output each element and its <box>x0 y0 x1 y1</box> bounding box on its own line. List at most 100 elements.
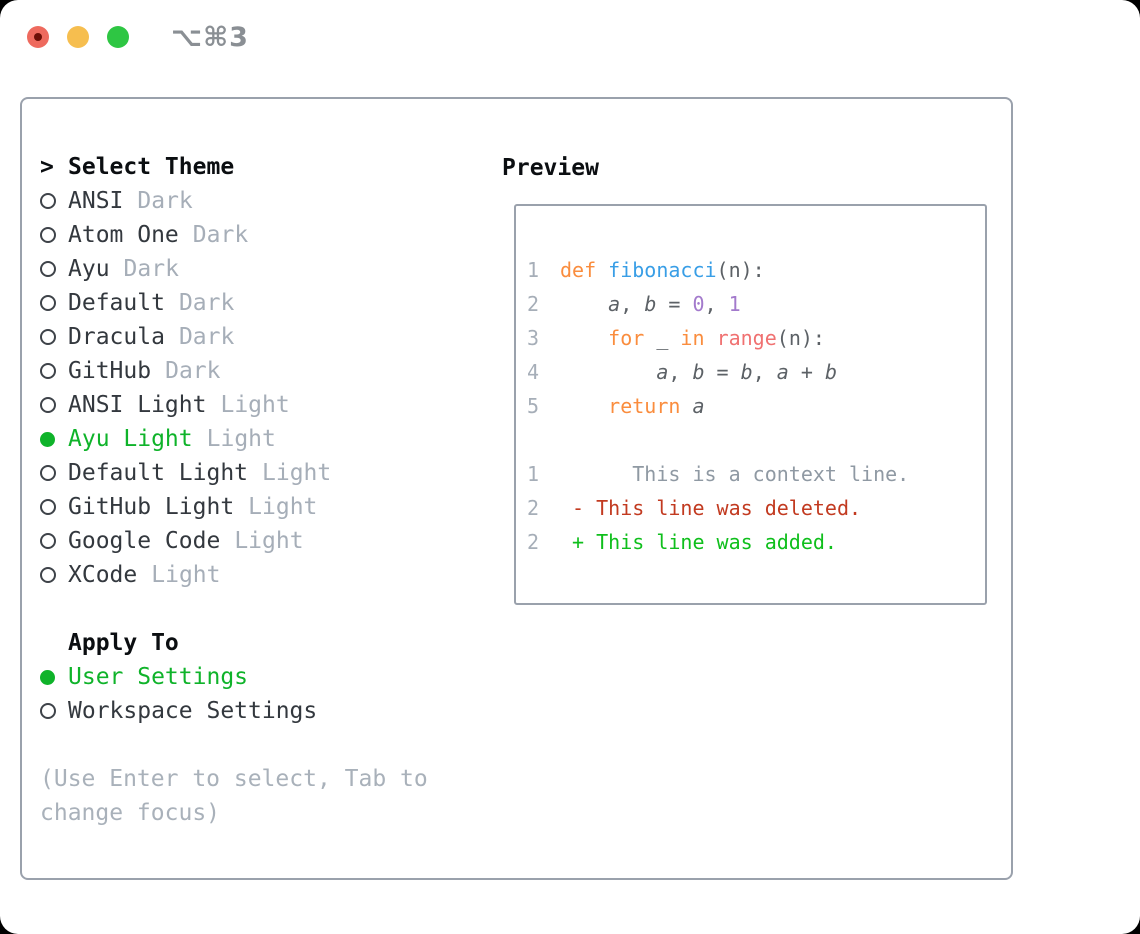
theme-name: GitHub <box>68 358 152 384</box>
code-line: 2 a , b = 0 , 1 <box>527 287 985 321</box>
code-token: in <box>680 326 705 350</box>
code-token: b <box>824 360 837 384</box>
radio-selected-icon <box>40 669 68 685</box>
code-token: 0 <box>692 292 705 316</box>
theme-option-default-dark[interactable]: Default Dark <box>40 286 480 320</box>
line-number: 3 <box>527 326 540 350</box>
theme-option-github-dark[interactable]: GitHub Dark <box>40 354 480 388</box>
radio-unselected-icon <box>40 295 68 311</box>
theme-option-ansi-dark[interactable]: ANSI Dark <box>40 184 480 218</box>
radio-unselected-icon <box>40 397 68 413</box>
code-token: for <box>608 326 645 350</box>
code-token: a <box>776 360 789 384</box>
theme-variant-tag: Light <box>220 392 290 418</box>
theme-option-github-light[interactable]: GitHub Light Light <box>40 490 480 524</box>
code-token: b <box>644 292 657 316</box>
code-line: 3 for _ in range (n): <box>527 321 985 355</box>
preview-title: Preview <box>502 155 599 181</box>
theme-name: ANSI <box>68 188 124 214</box>
spacer-row <box>40 592 480 626</box>
theme-option-xcode[interactable]: XCode Light <box>40 558 480 592</box>
select-theme-title: Select Theme <box>68 154 235 180</box>
theme-option-atom-one-dark[interactable]: Atom One Dark <box>40 218 480 252</box>
line-number: 2 <box>527 292 540 316</box>
line-number: 2 <box>527 496 540 520</box>
apply-option-label: User Settings <box>68 664 249 690</box>
theme-variant-tag: Light <box>262 460 332 486</box>
code-token: , <box>668 360 693 384</box>
theme-option-ansi-light[interactable]: ANSI Light Light <box>40 388 480 422</box>
window-title: ⌥⌘3 <box>171 21 249 53</box>
theme-name: GitHub Light <box>68 494 235 520</box>
theme-name: Google Code <box>68 528 221 554</box>
minimize-button[interactable] <box>67 26 89 48</box>
line-number: 5 <box>527 394 540 418</box>
line-number: 2 <box>527 530 540 554</box>
code-token: return <box>608 394 681 418</box>
apply-option-workspace-settings[interactable]: Workspace Settings <box>40 694 480 728</box>
theme-variant-tag: Dark <box>178 290 235 316</box>
theme-variant-tag: Light <box>234 528 304 554</box>
code-token: , <box>704 292 729 316</box>
theme-variant-tag: Dark <box>165 358 221 384</box>
code-token <box>560 326 608 350</box>
diff-text: - This line was deleted. <box>560 496 862 520</box>
spacer-row <box>527 423 985 457</box>
code-token <box>560 394 608 418</box>
code-token <box>680 394 692 418</box>
radio-unselected-icon <box>40 227 68 243</box>
apply-option-label: Workspace Settings <box>68 698 318 724</box>
radio-unselected-icon <box>40 703 68 719</box>
theme-name: Ayu Light <box>68 426 193 452</box>
code-token: _ <box>644 326 681 350</box>
radio-unselected-icon <box>40 261 68 277</box>
radio-unselected-icon <box>40 465 68 481</box>
diff-context-line: 1 This is a context line. <box>527 457 985 491</box>
line-number: 4 <box>527 360 540 384</box>
theme-variant-tag: Dark <box>178 324 235 350</box>
prompt-chevron-icon: > <box>40 154 54 180</box>
radio-unselected-icon <box>40 329 68 345</box>
theme-option-ayu-dark[interactable]: Ayu Dark <box>40 252 480 286</box>
maximize-button[interactable] <box>107 26 129 48</box>
code-token: fibonacci <box>608 258 717 282</box>
line-number: 1 <box>527 258 540 282</box>
select-theme-header: > Select Theme <box>40 150 480 184</box>
apply-option-user-settings[interactable]: User Settings <box>40 660 480 694</box>
titlebar: ⌥⌘3 <box>0 0 1140 74</box>
theme-option-default-light[interactable]: Default Light Light <box>40 456 480 490</box>
radio-unselected-icon <box>40 363 68 379</box>
help-text-line1: (Use Enter to select, Tab to <box>40 766 428 792</box>
code-token: def <box>560 258 597 282</box>
close-dot-icon <box>34 33 42 41</box>
theme-option-google-code[interactable]: Google Code Light <box>40 524 480 558</box>
code-token <box>560 292 608 316</box>
radio-unselected-icon <box>40 567 68 583</box>
code-token: , <box>620 292 645 316</box>
code-token: (n): <box>776 326 825 350</box>
code-token <box>705 326 717 350</box>
theme-name: XCode <box>68 562 138 588</box>
theme-variant-tag: Light <box>206 426 276 452</box>
code-token: b <box>740 360 753 384</box>
code-token: + <box>788 360 825 384</box>
diff-added-line: 2 + This line was added. <box>527 525 985 559</box>
theme-option-dracula-dark[interactable]: Dracula Dark <box>40 320 480 354</box>
theme-option-ayu-light[interactable]: Ayu Light Light <box>40 422 480 456</box>
close-button[interactable] <box>27 26 49 48</box>
theme-list: > Select Theme ANSI Dark Atom One Dark A… <box>40 150 480 830</box>
code-token: b <box>692 360 705 384</box>
diff-text: + This line was added. <box>560 530 837 554</box>
code-token: a <box>608 292 621 316</box>
theme-variant-tag: Dark <box>123 256 179 282</box>
preview-pane: 1 def fibonacci (n): 2 a , b = 0 , 1 3 <box>514 204 987 605</box>
apply-to-header: Apply To <box>40 626 480 660</box>
code-token: a <box>692 394 705 418</box>
theme-variant-tag: Light <box>248 494 318 520</box>
spacer-row <box>40 728 480 762</box>
diff-deleted-line: 2 - This line was deleted. <box>527 491 985 525</box>
code-line: 4 a , b = b , a + b <box>527 355 985 389</box>
code-token: , <box>752 360 777 384</box>
theme-variant-tag: Dark <box>137 188 193 214</box>
